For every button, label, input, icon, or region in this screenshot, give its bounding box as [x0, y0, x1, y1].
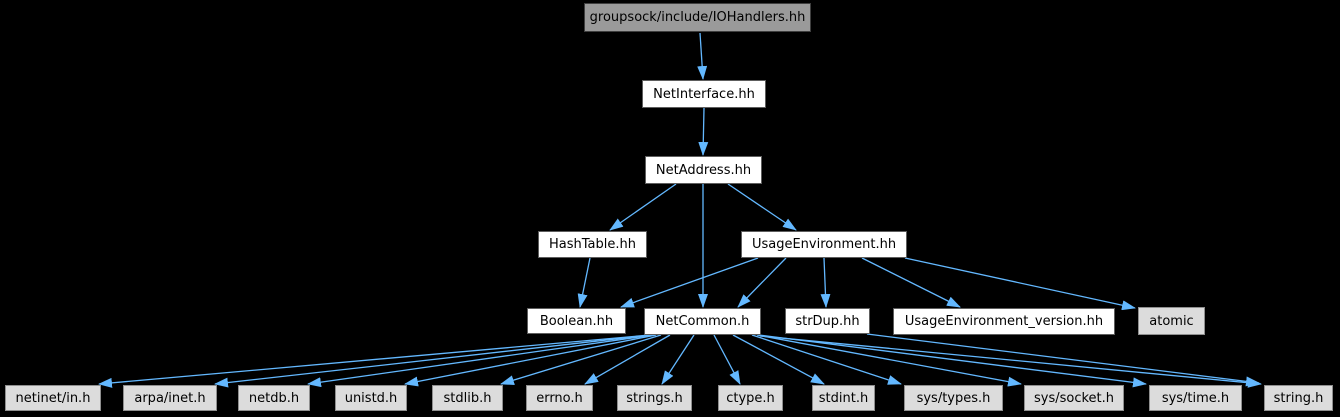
node-hashtable[interactable]: HashTable.hh — [538, 231, 647, 258]
node-usageenvver[interactable]: UsageEnvironment_version.hh — [893, 308, 1115, 335]
node-sys_socket: sys/socket.h — [1024, 385, 1124, 411]
node-boolean[interactable]: Boolean.hh — [527, 308, 626, 334]
edge-usageenv-to-usageenvver — [861, 257, 961, 308]
edge-hashtable-to-boolean — [577, 257, 591, 308]
edge-netcommon-to-netinet — [98, 334, 651, 388]
edge-netaddress-to-usageenv — [727, 183, 797, 231]
node-netcommon[interactable]: NetCommon.h — [644, 308, 761, 335]
edge-usageenv-to-netcommon — [737, 257, 787, 308]
node-unistd: unistd.h — [335, 385, 407, 411]
edge-strdup-to-string — [866, 333, 1260, 387]
edge-netinterface-to-netaddress — [698, 107, 709, 156]
edge-netcommon-to-strings — [661, 334, 695, 385]
node-stdlib: stdlib.h — [432, 385, 503, 411]
edge-netcommon-to-stdint — [732, 334, 825, 385]
node-string: string.h — [1264, 385, 1333, 411]
node-strings: strings.h — [617, 385, 692, 411]
edge-netcommon-to-sys_socket — [756, 334, 1022, 387]
node-netinet: netinet/in.h — [5, 385, 101, 411]
node-atomic: atomic — [1138, 307, 1205, 335]
edge-netcommon-to-unistd — [404, 334, 657, 387]
node-strdup[interactable]: strDup.hh — [785, 308, 870, 334]
edge-usageenv-to-strdup — [820, 257, 831, 308]
node-sys_time: sys/time.h — [1149, 385, 1242, 411]
edge-usageenv-to-boolean — [620, 257, 759, 308]
edge-netcommon-to-stdlib — [500, 334, 662, 385]
edge-netcommon-to-arpa — [214, 334, 652, 388]
edge-netcommon-to-sys_types — [751, 334, 902, 385]
edge-netcommon-to-netdb — [307, 334, 654, 388]
node-ctype: ctype.h — [718, 385, 783, 411]
node-stdint: stdint.h — [812, 385, 875, 411]
node-usageenv[interactable]: UsageEnvironment.hh — [741, 231, 907, 258]
node-netdb: netdb.h — [238, 385, 310, 411]
node-netaddress[interactable]: NetAddress.hh — [645, 156, 762, 184]
edge-netcommon-to-string — [759, 335, 1262, 388]
node-errno: errno.h — [526, 385, 593, 411]
edge-netcommon-to-errno — [584, 334, 671, 385]
edge-netcommon-to-sys_time — [758, 334, 1147, 388]
edge-usageenv-to-atomic — [904, 257, 1136, 311]
node-sys_types: sys/types.h — [904, 385, 1003, 411]
node-netinterface[interactable]: NetInterface.hh — [642, 80, 766, 108]
edge-netcommon-to-ctype — [713, 334, 741, 385]
node-arpa: arpa/inet.h — [123, 385, 217, 411]
edge-netaddress-to-hashtable — [609, 183, 677, 231]
edge-iohandlers-to-netinterface — [697, 32, 708, 80]
node-iohandlers: groupsock/include/IOHandlers.hh — [584, 3, 811, 32]
